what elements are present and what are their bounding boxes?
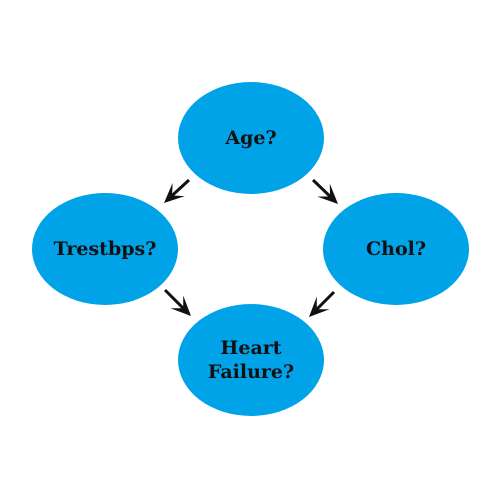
node-label: Heart bbox=[220, 337, 281, 359]
node-ellipse bbox=[178, 304, 324, 416]
node-ellipse bbox=[323, 193, 469, 305]
node-label: Trestbps? bbox=[54, 238, 157, 260]
node-ellipse bbox=[32, 193, 178, 305]
edges-layer bbox=[163, 178, 338, 317]
arrowhead-icon bbox=[317, 183, 338, 204]
edge-shaft bbox=[311, 178, 332, 199]
edge-shaft bbox=[163, 288, 185, 310]
edge-chol-to-heart-failure bbox=[309, 290, 336, 317]
node-label: Age? bbox=[224, 127, 276, 149]
node-trestbps: Trestbps? bbox=[32, 193, 178, 305]
edge-shaft bbox=[170, 178, 191, 198]
node-ellipse bbox=[178, 82, 324, 194]
edge-age-to-trestbps bbox=[164, 178, 191, 203]
node-label: Chol? bbox=[366, 238, 426, 260]
edge-age-to-chol bbox=[311, 178, 338, 204]
arrowhead-icon bbox=[170, 295, 191, 316]
arrowhead-icon bbox=[164, 182, 185, 203]
node-label: Failure? bbox=[208, 361, 294, 383]
edge-trestbps-to-heart-failure bbox=[163, 288, 191, 316]
edge-shaft bbox=[315, 290, 336, 311]
arrowhead-icon bbox=[309, 296, 330, 317]
node-age: Age? bbox=[178, 82, 324, 194]
node-chol: Chol? bbox=[323, 193, 469, 305]
